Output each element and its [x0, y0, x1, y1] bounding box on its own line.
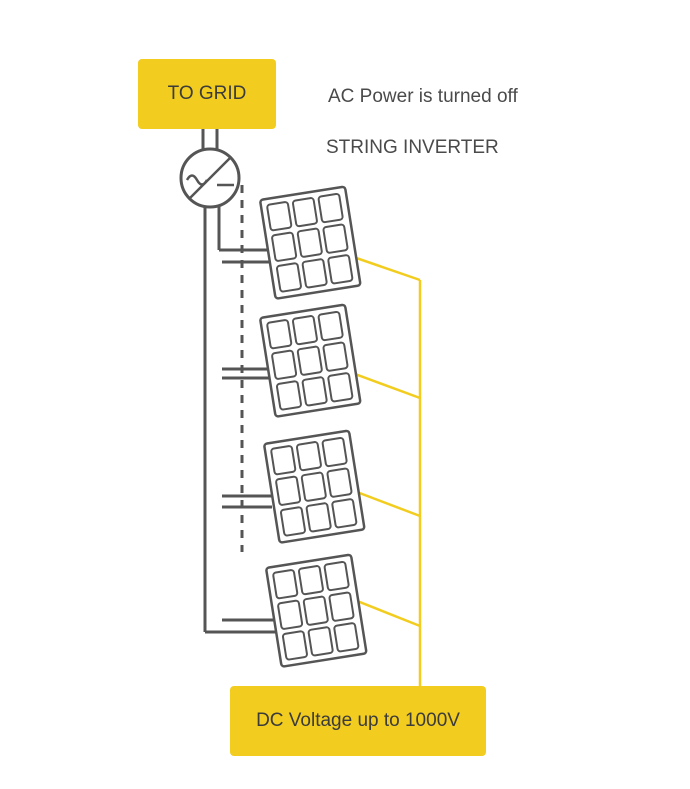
ac-status-label: AC Power is turned off — [328, 86, 518, 107]
inverter-symbol-icon — [179, 147, 241, 209]
solar-panel-4 — [265, 553, 368, 668]
to-grid-label: TO GRID — [167, 83, 247, 104]
dc-voltage-label: DC Voltage up to 1000V — [256, 710, 460, 731]
dc-voltage-box: DC Voltage up to 1000V — [230, 686, 486, 756]
inverter-type-label: STRING INVERTER — [326, 137, 499, 158]
solar-panel-3 — [263, 429, 366, 544]
to-grid-box: TO GRID — [138, 59, 276, 129]
solar-panel-1 — [259, 185, 362, 300]
solar-panel-2 — [259, 303, 362, 418]
